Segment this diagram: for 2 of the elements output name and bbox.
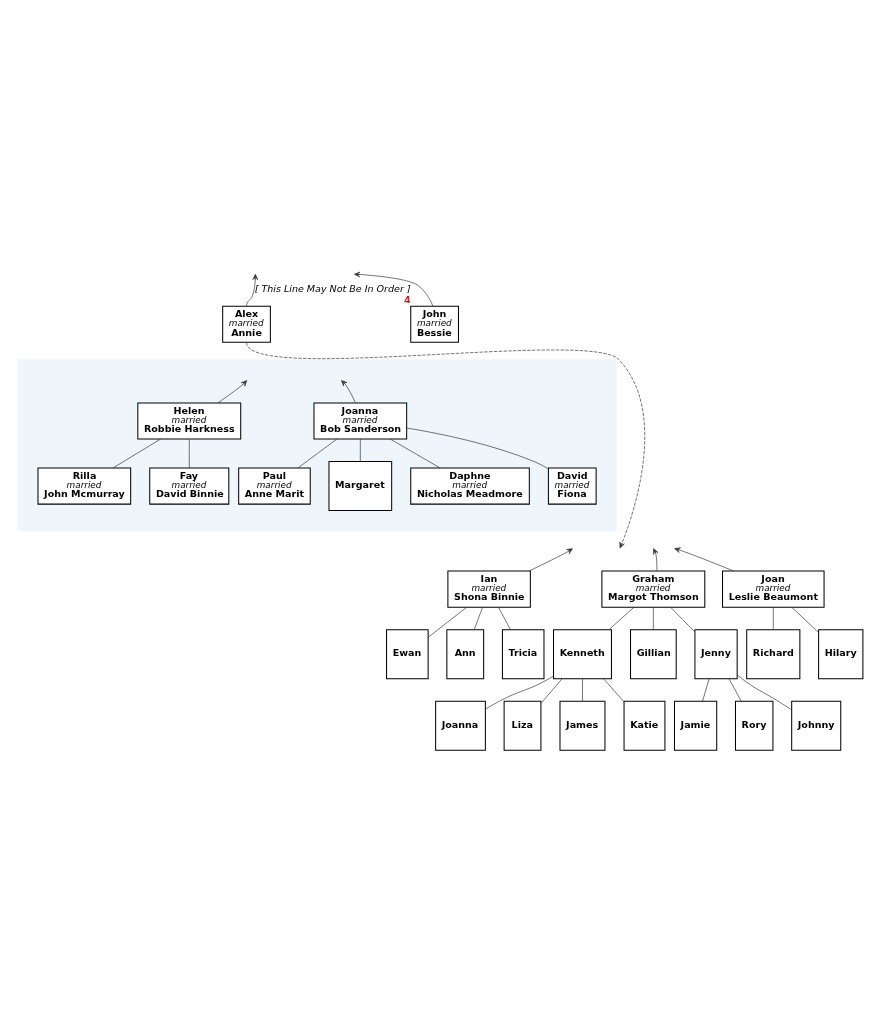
edge-label: [ This Line May Not Be In Order ]: [254, 283, 411, 295]
node-label: 4: [403, 293, 411, 305]
